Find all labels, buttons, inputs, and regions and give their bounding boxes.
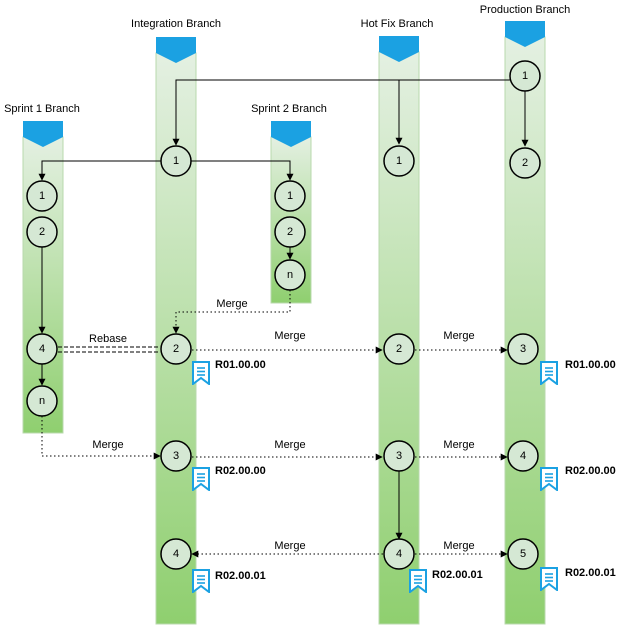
svg-text:2: 2 (287, 226, 293, 238)
release-label: R02.00.01 (565, 567, 616, 579)
node-production-2: 2 (509, 147, 541, 179)
node-production-5: 5 (507, 538, 539, 570)
node-hotfix-1: 1 (383, 145, 415, 177)
lane-header (23, 121, 63, 137)
node-production-3: 3 (507, 333, 539, 365)
lane-header (271, 121, 311, 137)
edge-merge-s1-to-integration (41, 416, 161, 460)
node-production-4: 4 (507, 440, 539, 472)
edge-label-merge: Merge (274, 540, 305, 552)
edge-integration-to-sprint1 (38, 160, 162, 181)
lane-header (156, 37, 196, 53)
release-label: R01.00.00 (215, 359, 266, 371)
svg-text:1: 1 (522, 70, 528, 82)
lane-header-notch (271, 137, 311, 147)
rebase-connector (58, 346, 158, 353)
svg-text:1: 1 (173, 155, 179, 167)
svg-text:3: 3 (396, 450, 402, 462)
release-tag-icon (540, 467, 558, 491)
release-tag-icon (540, 361, 558, 385)
node-hotfix-4: 4 (383, 538, 415, 570)
svg-text:1: 1 (287, 190, 293, 202)
node-integration-4: 4 (160, 538, 192, 570)
solid-connectors (38, 79, 529, 540)
svg-text:4: 4 (173, 548, 179, 560)
node-sprint1-1: 1 (26, 180, 58, 212)
edge-label-merge: Merge (274, 330, 305, 342)
svg-text:4: 4 (396, 548, 402, 560)
release-label: R02.00.01 (215, 570, 266, 582)
release-tag-icon (192, 569, 210, 593)
release-label: R02.00.01 (432, 569, 483, 581)
svg-text:n: n (287, 269, 293, 281)
svg-text:5: 5 (520, 548, 526, 560)
svg-text:n: n (39, 395, 45, 407)
lane-header-notch (156, 53, 196, 63)
svg-text:2: 2 (39, 226, 45, 238)
lane-title: Production Branch (480, 4, 571, 16)
lane-title: Sprint 2 Branch (251, 103, 327, 115)
release-label: R01.00.00 (565, 359, 616, 371)
lane-header-notch (505, 37, 545, 47)
edge-label-merge: Merge (92, 439, 123, 451)
svg-text:2: 2 (396, 343, 402, 355)
lane-title: Integration Branch (131, 18, 221, 30)
svg-text:4: 4 (520, 450, 526, 462)
lane-title: Sprint 1 Branch (4, 103, 80, 115)
nodes: 1 2 4 n 1 2 3 4 1 2 n 1 2 3 4 1 2 3 4 5 (26, 60, 541, 570)
node-hotfix-2: 2 (383, 333, 415, 365)
svg-text:2: 2 (522, 157, 528, 169)
svg-text:4: 4 (39, 343, 45, 355)
release-tag-icon (540, 567, 558, 591)
release-tags: R01.00.00 R02.00.00 R02.00.01 R02.00.01 … (192, 359, 616, 593)
lane-header-notch (23, 137, 63, 147)
dotted-connectors (41, 290, 508, 558)
svg-text:2: 2 (173, 343, 179, 355)
release-tag-icon (192, 361, 210, 385)
edge-integration-to-sprint2 (190, 160, 294, 181)
edge-label-merge: Merge (274, 439, 305, 451)
edge-label-rebase: Rebase (89, 333, 127, 345)
node-production-1: 1 (509, 60, 541, 92)
node-sprint2-n: n (274, 259, 306, 291)
release-label: R02.00.00 (565, 465, 616, 477)
lane-header-notch (379, 52, 419, 62)
node-sprint2-2: 2 (274, 216, 306, 248)
svg-text:1: 1 (39, 190, 45, 202)
release-tag-icon (192, 467, 210, 491)
lane-header (379, 36, 419, 52)
edge-labels: Merge Rebase Merge Merge Merge Merge Mer… (89, 298, 475, 552)
lane-title: Hot Fix Branch (361, 18, 434, 30)
node-sprint2-1: 1 (274, 180, 306, 212)
node-hotfix-3: 3 (383, 440, 415, 472)
node-integration-3: 3 (160, 440, 192, 472)
svg-text:3: 3 (173, 450, 179, 462)
node-sprint1-n: n (26, 385, 58, 417)
edge-label-merge: Merge (443, 439, 474, 451)
edge-label-merge: Merge (443, 540, 474, 552)
svg-text:1: 1 (396, 155, 402, 167)
svg-text:3: 3 (520, 343, 526, 355)
edge-prod-to-integration (172, 79, 511, 146)
edge-label-merge: Merge (443, 330, 474, 342)
edge-label-merge: Merge (216, 298, 247, 310)
node-integration-1: 1 (160, 145, 192, 177)
release-label: R02.00.00 (215, 465, 266, 477)
node-sprint1-4: 4 (26, 333, 58, 365)
node-sprint1-2: 2 (26, 216, 58, 248)
lane-header (505, 21, 545, 37)
lane-hotfix: Hot Fix Branch (361, 18, 434, 625)
node-integration-2: 2 (160, 333, 192, 365)
